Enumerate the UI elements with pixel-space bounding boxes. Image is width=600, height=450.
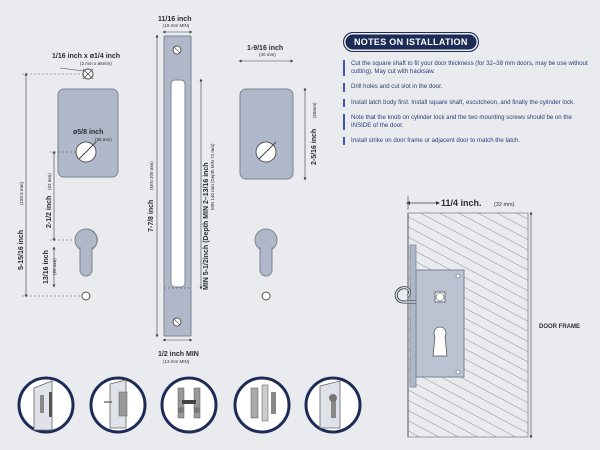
right-cylinder-screw-hole bbox=[261, 291, 271, 301]
left-escutcheon-group: 1/16 inch x ø1/4 inch (2 mm x ø6mm) ø5/8… bbox=[18, 53, 120, 301]
install-steps bbox=[17, 376, 362, 434]
top-hole-label: 1/16 inch x ø1/4 inch bbox=[52, 53, 120, 60]
cylinder-hole bbox=[74, 228, 98, 277]
faceplate-depth-label: MIN 5-1/2inch (Depth MIN 2–13/16 inch bbox=[203, 162, 210, 290]
faceplate-width-label: 11/16 inch bbox=[158, 16, 191, 23]
right-width-sub: (40 mm) bbox=[259, 52, 276, 57]
right-width-label: 1-9/16 inch bbox=[247, 45, 283, 52]
faceplate-height-sub: (MIN 200 mm) bbox=[149, 161, 154, 190]
installed-lock-body bbox=[415, 269, 465, 378]
latch-slot bbox=[170, 79, 186, 288]
spindle-label: ø5/8 inch bbox=[73, 129, 103, 136]
step-3-insert-shaft-icon bbox=[160, 376, 218, 434]
faceplate-width-sub: (18 mm MIN) bbox=[163, 23, 190, 28]
note-item: Install strike on door frame or adjacent… bbox=[343, 137, 593, 146]
installation-view: 11/4 inch. (32 mm) DOOR FRAME bbox=[394, 196, 580, 439]
left-height-label: 5-15/16 inch bbox=[18, 230, 25, 270]
faceplate-depth-sub: MIN 140 mm (Depth MIN 72 mm) bbox=[210, 143, 215, 210]
left-height-sub: (150.5 mm) bbox=[19, 181, 24, 205]
cylinder-screw-hole bbox=[81, 291, 91, 301]
notes-title: NOTES ON ISTALLATION bbox=[343, 32, 479, 52]
installed-faceplate bbox=[409, 244, 417, 388]
step-1-drill-door-icon bbox=[17, 376, 75, 434]
door-frame-label: DOOR FRAME bbox=[539, 324, 580, 330]
install-width-label: 11/4 inch. bbox=[441, 198, 482, 208]
note-item: Cut the square shaft to fit your door th… bbox=[343, 60, 593, 77]
right-height-label: 2-5/16 inch bbox=[311, 129, 318, 165]
note-item: Install latch body first. Install square… bbox=[343, 98, 593, 108]
note-item: Note that the knob on cylinder lock and … bbox=[343, 113, 593, 131]
right-cylinder-hole bbox=[254, 228, 278, 277]
installation-notes: NOTES ON ISTALLATION Cut the square shaf… bbox=[343, 32, 593, 146]
faceplate-height-label: 7-7/8 inch bbox=[148, 200, 155, 232]
faceplate-group: 11/16 inch (18 mm MIN) 7-7/8 inch (MIN 2… bbox=[148, 16, 215, 364]
faceplate-bottom-sub: (13 mm MIN) bbox=[163, 359, 190, 364]
right-height-sub: (58mm) bbox=[312, 102, 317, 118]
top-hole-sub: (2 mm x ø6mm) bbox=[80, 61, 112, 66]
step-4-mount-escutcheon-icon bbox=[233, 376, 291, 434]
spindle-to-cyl-sub: (63 mm) bbox=[47, 173, 52, 190]
right-escutcheon-group: 1-9/16 inch (40 mm) 2-5/16 inch (58mm) bbox=[238, 45, 318, 301]
note-item: Drill holes and cut slot in the door. bbox=[343, 83, 593, 92]
step-2-install-latch-icon bbox=[89, 376, 147, 434]
faceplate-bottom-label: 1/2 inch MIN bbox=[158, 351, 199, 358]
cyl-label: 13/16 inch bbox=[43, 250, 50, 284]
cyl-sub: (20 mm) bbox=[52, 258, 57, 275]
right-spindle-plate bbox=[239, 88, 294, 180]
install-width-sub: (32 mm) bbox=[494, 202, 515, 208]
step-5-install-cylinder-icon bbox=[304, 376, 362, 434]
spindle-sub: (16 mm) bbox=[95, 137, 112, 142]
spindle-square bbox=[434, 291, 446, 303]
spindle-plate bbox=[57, 88, 119, 178]
spindle-to-cyl-label: 2-1/2 inch bbox=[46, 196, 53, 228]
